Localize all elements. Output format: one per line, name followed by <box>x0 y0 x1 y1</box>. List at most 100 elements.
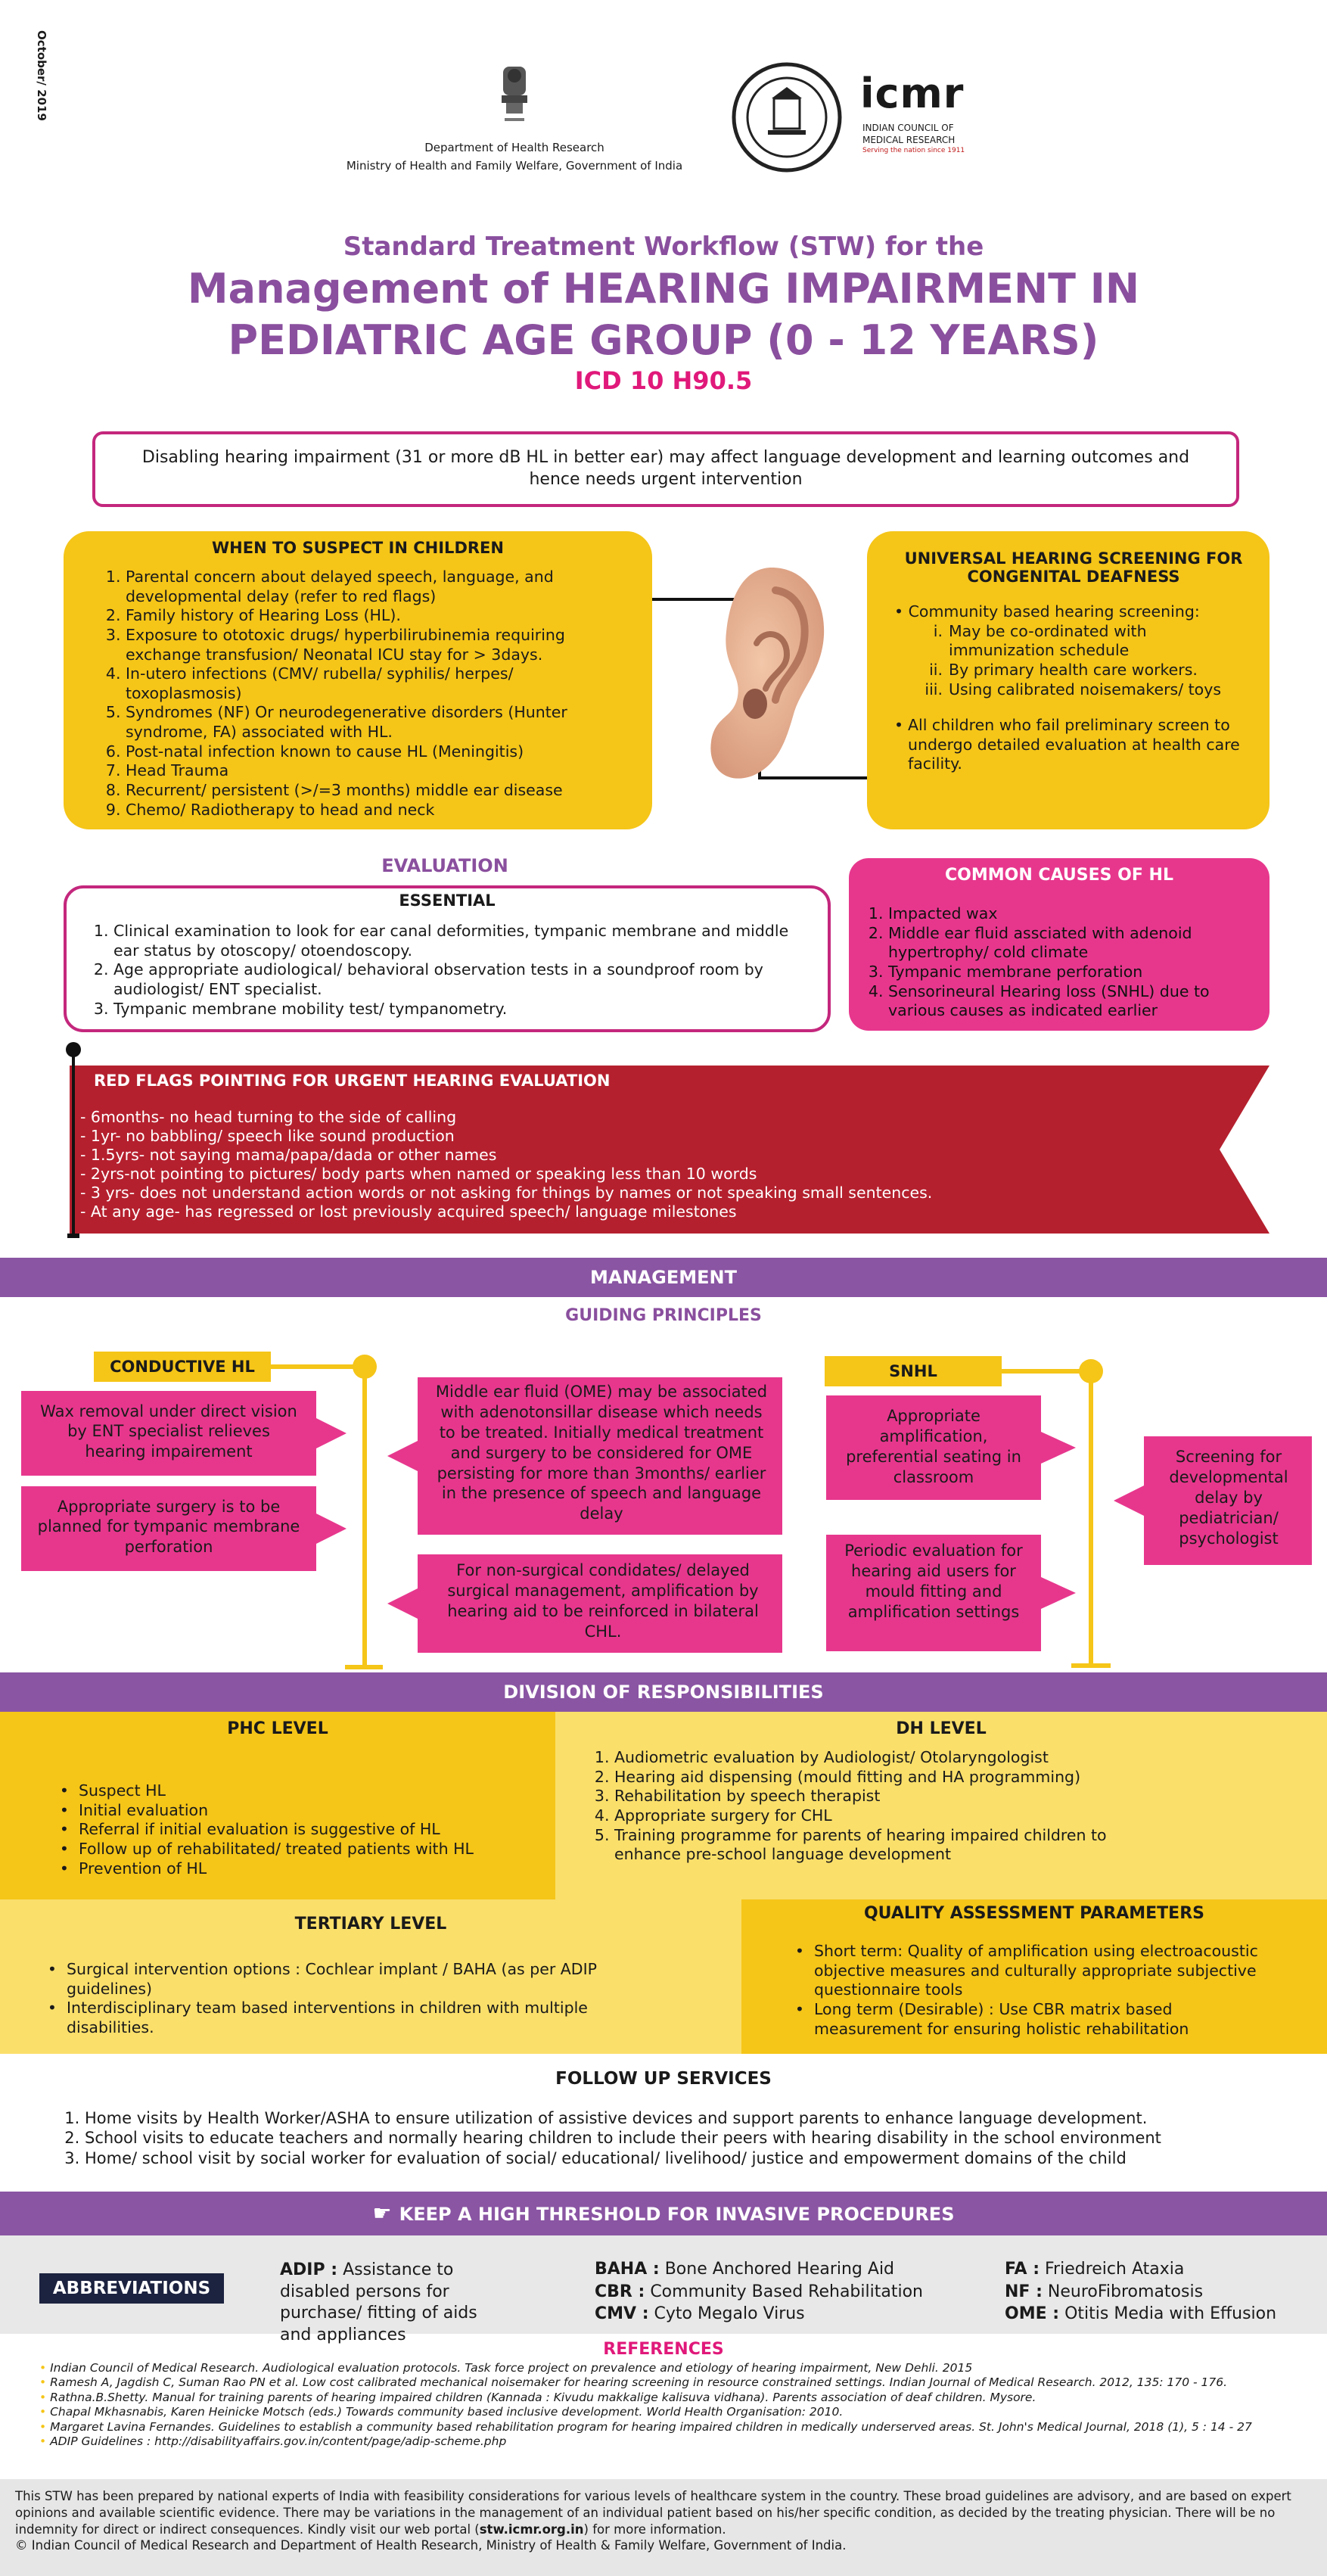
portal-link[interactable]: stw.icmr.org.in <box>479 2522 584 2537</box>
icmr-seal <box>730 61 844 174</box>
abbr-row: OME : Otitis Media with Effusion <box>1005 2303 1276 2326</box>
side-date-text: October/ 2019 <box>35 30 48 121</box>
list-item: Family history of Hearing Loss (HL). <box>126 606 622 626</box>
reference-item[interactable]: • ADIP Guidelines : http://disabilityaff… <box>39 2434 507 2448</box>
snhl-label-text: SNHL <box>889 1362 937 1380</box>
copyright: © Indian Council of Medical Research and… <box>15 2538 847 2553</box>
list-item: Post-natal infection known to cause HL (… <box>126 742 622 762</box>
evaluation-box: ESSENTIAL Clinical examination to look f… <box>64 885 831 1032</box>
list-item: Referral if initial evaluation is sugges… <box>79 1820 474 1840</box>
conductive-pole <box>269 1355 383 1672</box>
list-item: Home/ school visit by social worker for … <box>85 2148 1289 2168</box>
dept-line2: Ministry of Health and Family Welfare, G… <box>346 159 683 173</box>
amplification-callout: Appropriate amplification, preferential … <box>826 1395 1076 1500</box>
wax-text: Wax removal under direct vision by ENT s… <box>40 1402 297 1461</box>
reference-item: • Margaret Lavina Fernandes. Guidelines … <box>39 2419 1252 2434</box>
sub-num: iii. <box>925 680 943 698</box>
reference-item: • Rathna.B.Shetty. Manual for training p… <box>39 2390 1036 2404</box>
guiding-principles: GUIDING PRINCIPLES <box>565 1306 762 1325</box>
intro-text: Disabling hearing impairment (31 or more… <box>141 448 1190 489</box>
periodic-text: Periodic evaluation for hearing aid user… <box>844 1542 1023 1621</box>
abbr-key: OME : <box>1005 2304 1060 2324</box>
icmr-name-line2: MEDICAL RESEARCH <box>862 135 956 145</box>
ome-text: Middle ear fluid (OME) may be associated… <box>435 1383 768 1523</box>
threshold-banner: ☛KEEP A HIGH THRESHOLD FOR INVASIVE PROC… <box>0 2192 1327 2235</box>
abbr-key: FA : <box>1005 2260 1040 2279</box>
disclaimer-text: This STW has been prepared by national e… <box>15 2488 1312 2537</box>
list-item: Training programme for parents of hearin… <box>614 1826 1173 1865</box>
causes-list: Impacted wax Middle ear fluid assciated … <box>867 904 1251 1021</box>
abbr-row: CMV : Cyto Megalo Virus <box>595 2303 923 2326</box>
abbr-value: Friedreich Ataxia <box>1045 2260 1185 2279</box>
redflags-list: - 6months- no head turning to the side o… <box>80 1108 932 1221</box>
quality-title: QUALITY ASSESSMENT PARAMETERS <box>863 1904 1204 1923</box>
evaluation-list: Clinical examination to look for ear can… <box>85 922 810 1019</box>
abbr-col3: FA : Friedreich Ataxia NF : NeuroFibroma… <box>1005 2258 1276 2326</box>
surgery-text: Appropriate surgery is to be planned for… <box>37 1498 300 1556</box>
reference-text[interactable]: ADIP Guidelines : http://disabilityaffai… <box>50 2434 507 2448</box>
list-item: - 6months- no head turning to the side o… <box>80 1108 457 1126</box>
snhl-label: SNHL <box>825 1356 1002 1386</box>
icd-code: ICD 10 H90.5 <box>574 366 753 395</box>
dept-line1: Department of Health Research <box>424 141 604 154</box>
list-item: - 3 yrs- does not understand action word… <box>80 1184 933 1202</box>
list-item: Recurrent/ persistent (>/=3 months) midd… <box>126 781 622 801</box>
list-item: Long term (Desirable) : Use CBR matrix b… <box>814 2000 1270 2039</box>
causes-card: COMMON CAUSES OF HL Impacted wax Middle … <box>849 858 1270 1031</box>
dh-title: DH LEVEL <box>896 1719 987 1738</box>
disclaimer-body: This STW has been prepared by national e… <box>15 2489 1291 2537</box>
abbr-row: NF : NeuroFibromatosis <box>1005 2281 1276 2304</box>
sub-text: May be co-ordinated with immunization sc… <box>949 621 1147 660</box>
intro-box: Disabling hearing impairment (31 or more… <box>92 431 1239 507</box>
abbr-row: BAHA : Bone Anchored Hearing Aid <box>595 2258 923 2281</box>
screening-dev-text: Screening for developmental delay by ped… <box>1169 1448 1288 1548</box>
list-item: Hearing aid dispensing (mould fitting an… <box>614 1768 1173 1787</box>
list-item: Follow up of rehabilitated/ treated pati… <box>79 1840 474 1859</box>
list-item: Tympanic membrane mobility test/ tympano… <box>113 1000 810 1019</box>
surgery-callout: Appropriate surgery is to be planned for… <box>21 1486 347 1571</box>
references-title: REFERENCES <box>603 2340 724 2359</box>
reference-item: • Indian Council of Medical Research. Au… <box>39 2361 973 2375</box>
amplification-text: Appropriate amplification, preferential … <box>846 1407 1021 1486</box>
reference-text: Margaret Lavina Fernandes. Guidelines to… <box>50 2419 1252 2434</box>
dh-list: Audiometric evaluation by Audiologist/ O… <box>598 1748 1173 1865</box>
list-item: Initial evaluation <box>79 1801 474 1821</box>
references-list: • Indian Council of Medical Research. Au… <box>39 2361 1310 2449</box>
periodic-callout: Periodic evaluation for hearing aid user… <box>826 1535 1076 1651</box>
list-item: Suspect HL <box>79 1781 474 1801</box>
ear-illustration <box>681 560 832 787</box>
list-item: In-utero infections (CMV/ rubella/ syphi… <box>126 664 622 703</box>
abbr-value: Community Based Rehabilitation <box>650 2282 923 2301</box>
abbr-key: NF : <box>1005 2282 1043 2301</box>
ome-callout: Middle ear fluid (OME) may be associated… <box>387 1377 782 1535</box>
abbr-key: ADIP : <box>280 2260 338 2279</box>
list-item: Chemo/ Radiotherapy to head and neck <box>126 801 622 820</box>
conductive-label-text: CONDUCTIVE HL <box>110 1358 255 1376</box>
fail-text: All children who fail preliminary screen… <box>908 716 1240 773</box>
connector-line <box>652 598 758 601</box>
screening-sub: i.May be co-ordinated with immunization … <box>894 622 1253 700</box>
abbr-value: Assistance to disabled persons for purch… <box>280 2260 477 2344</box>
title-line2: Management of HEARING IMPAIRMENT IN <box>187 265 1140 313</box>
reference-item: • Chapal Mkhasnabis, Karen Heinicke Mots… <box>39 2405 844 2419</box>
list-item: Sensorineural Hearing loss (SNHL) due to… <box>888 982 1251 1021</box>
reference-text: Rathna.B.Shetty. Manual for training par… <box>50 2390 1036 2404</box>
abbr-row: FA : Friedreich Ataxia <box>1005 2258 1276 2281</box>
abbr-adip: ADIP : Assistance to disabled persons fo… <box>280 2260 507 2346</box>
followup-title: FOLLOW UP SERVICES <box>555 2069 772 2089</box>
evaluation-heading: EVALUATION <box>381 855 508 876</box>
quality-panel: QUALITY ASSESSMENT PARAMETERS Short term… <box>741 1899 1327 2054</box>
abbr-value: Otitis Media with Effusion <box>1064 2304 1277 2324</box>
emblem-logo <box>496 61 533 136</box>
list-item: Parental concern about delayed speech, l… <box>126 568 622 606</box>
abbr-key: CBR : <box>595 2282 645 2301</box>
nonsurgical-callout: For non-surgical condidates/ delayed sur… <box>387 1554 782 1653</box>
list-item: - 1yr- no babbling/ speech like sound pr… <box>80 1127 455 1145</box>
screening-community: • Community based hearing screening: <box>894 602 1200 621</box>
screening-fail: •All children who fail preliminary scree… <box>894 716 1253 774</box>
sub-num: ii. <box>929 660 943 679</box>
abbr-key: CMV : <box>595 2304 649 2324</box>
abbreviations-label-text: ABBREVIATIONS <box>52 2279 211 2298</box>
list-item: School visits to educate teachers and no… <box>85 2128 1289 2148</box>
redflags-title: RED FLAGS POINTING FOR URGENT HEARING EV… <box>94 1072 611 1090</box>
